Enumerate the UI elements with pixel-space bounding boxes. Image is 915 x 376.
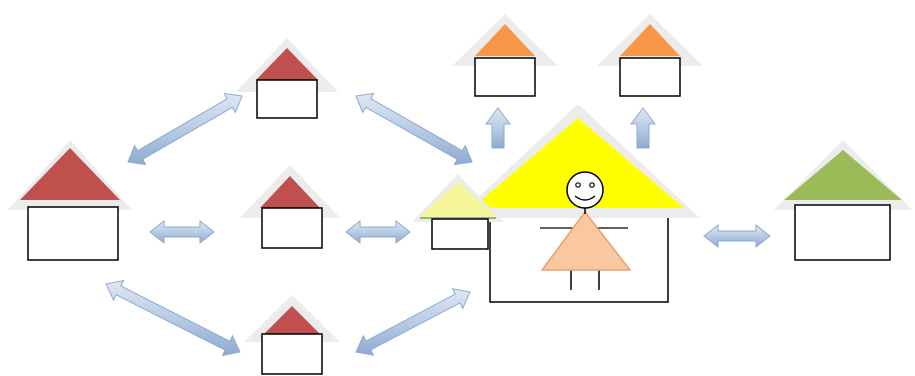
roof-yellow-main (472, 118, 684, 208)
roof-orange-left (475, 24, 535, 56)
person-body (540, 210, 632, 271)
up-arrow-left (485, 107, 511, 149)
house-small-yellow (412, 174, 504, 250)
house-bottom-center (244, 295, 340, 375)
house-top-center (236, 38, 338, 119)
double-arrow-icon (105, 279, 241, 357)
house-left-big (8, 140, 132, 261)
roof-green-right (784, 150, 902, 200)
roof-orange-right (620, 24, 680, 56)
double-arrow-icon (355, 92, 473, 166)
house-top-orange-left (452, 14, 558, 97)
double-arrow-icon (127, 92, 243, 166)
connectors (105, 92, 771, 357)
roof-red-left-big (20, 148, 120, 200)
house-top-orange-right (597, 14, 703, 97)
person-head (566, 171, 604, 209)
roof-yellow-small (420, 182, 496, 216)
double-arrow-icon (149, 219, 215, 245)
double-arrow-icon (355, 288, 471, 356)
house-right-green (774, 140, 912, 261)
double-arrow-icon (345, 219, 411, 245)
roof-red-middle-center (260, 176, 320, 208)
up-arrow-right (630, 107, 656, 149)
stick-figure-icon (540, 171, 632, 290)
roof-red-bottom-center (264, 306, 320, 334)
roof-red-top-center (256, 48, 318, 80)
double-arrow-icon (703, 223, 771, 249)
house-middle-center (240, 165, 340, 249)
